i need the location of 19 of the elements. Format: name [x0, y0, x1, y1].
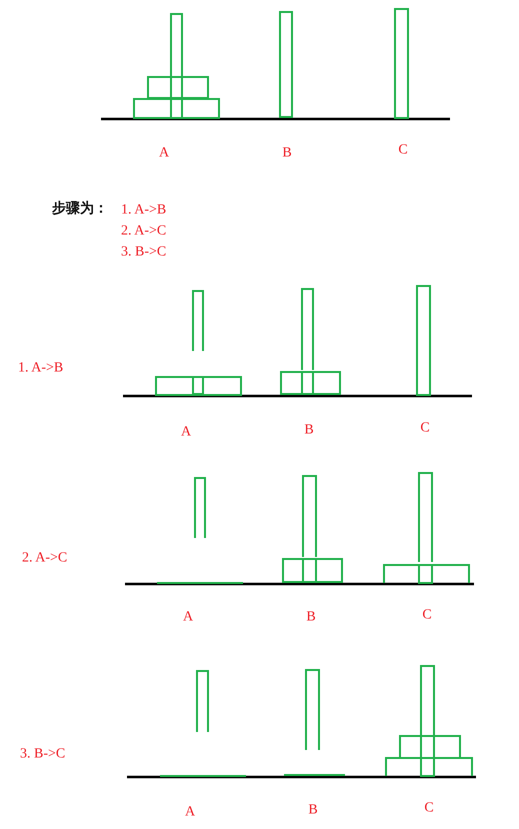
- peg-label: A: [158, 145, 170, 161]
- steps-heading: 步骤为：: [52, 201, 108, 217]
- peg-label: C: [398, 142, 408, 158]
- peg-label: B: [306, 609, 316, 625]
- step-text: 3. B->C: [121, 244, 166, 260]
- peg-label: B: [282, 145, 292, 161]
- peg-label: C: [424, 800, 434, 816]
- step-text: 2. A->C: [121, 223, 166, 239]
- step-text: 1. A->B: [121, 202, 166, 218]
- peg-label: A: [182, 609, 194, 625]
- step-text: 3. B->C: [20, 746, 66, 762]
- step-text: 2. A->C: [22, 550, 68, 566]
- step-text: 1. A->B: [18, 360, 64, 376]
- peg-label: A: [180, 424, 192, 440]
- peg-label: B: [304, 422, 314, 438]
- peg-label: C: [422, 607, 432, 623]
- peg-label: B: [308, 802, 318, 818]
- peg-label: C: [420, 420, 430, 436]
- peg-label: A: [184, 804, 196, 820]
